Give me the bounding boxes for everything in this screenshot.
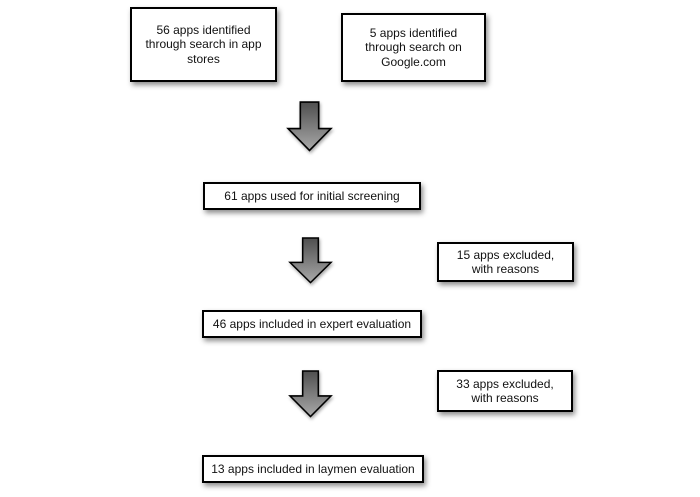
node-label: 61 apps used for initial screening [224, 188, 400, 203]
node-label: 46 apps included in expert evaluation [212, 316, 412, 331]
node-excluded-screening: 15 apps excluded, with reasons [437, 242, 574, 282]
node-sources-app-stores: 56 apps identified through search in app… [130, 7, 277, 82]
node-label: 5 apps identified through search on Goog… [365, 25, 462, 69]
node-label: 13 apps included in laymen evaluation [211, 461, 415, 476]
down-arrow-icon [286, 101, 333, 152]
node-initial-screening: 61 apps used for initial screening [203, 182, 421, 210]
node-label: 15 apps excluded, with reasons [456, 247, 555, 277]
node-sources-google: 5 apps identified through search on Goog… [341, 13, 486, 82]
node-excluded-expert: 33 apps excluded, with reasons [437, 370, 573, 412]
node-laymen-evaluation: 13 apps included in laymen evaluation [202, 455, 424, 483]
node-label: 33 apps excluded, with reasons [456, 376, 554, 406]
node-label: 56 apps identified through search in app… [145, 22, 262, 66]
down-arrow-icon [288, 370, 333, 418]
down-arrow-icon [288, 237, 333, 284]
node-expert-evaluation: 46 apps included in expert evaluation [202, 310, 422, 338]
